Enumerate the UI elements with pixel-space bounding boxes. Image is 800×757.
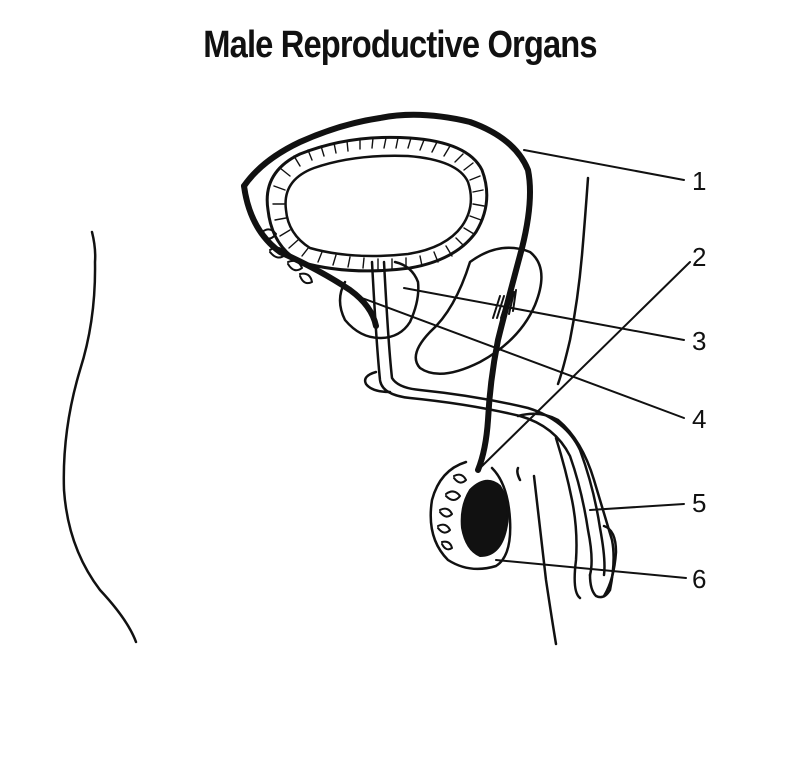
label-2: 2 xyxy=(692,242,706,272)
epididymis-coils-upper xyxy=(261,228,313,285)
scrotum xyxy=(429,460,512,571)
vas-deferens xyxy=(241,111,533,473)
penis-glans xyxy=(602,524,618,598)
leader-line-5 xyxy=(589,503,685,511)
leader-line-4 xyxy=(361,297,685,419)
label-3: 3 xyxy=(692,326,706,356)
vas-deferens-lower-loop xyxy=(241,183,379,329)
urethra xyxy=(370,260,593,577)
body-back-outline xyxy=(62,230,138,644)
urethra-inner xyxy=(382,260,606,577)
prostate-gland xyxy=(338,260,420,340)
leader-line-1 xyxy=(523,149,685,181)
leader-line-3 xyxy=(403,287,685,341)
urethra-bulb xyxy=(363,370,392,394)
leader-line-2 xyxy=(477,261,691,471)
penis-shaft xyxy=(516,412,615,600)
inner-thigh-line xyxy=(532,474,558,646)
seminal-vesicle xyxy=(414,246,543,375)
bladder-striations xyxy=(272,137,485,270)
label-1: 1 xyxy=(692,166,706,196)
label-4: 4 xyxy=(692,404,706,434)
diagram-title: Male Reproductive Organs xyxy=(203,24,597,66)
label-6: 6 xyxy=(692,564,706,594)
thigh-curve xyxy=(516,466,522,482)
bladder-inner-wall xyxy=(284,154,473,258)
leader-line-6 xyxy=(495,559,687,579)
abdomen-front-outline xyxy=(556,176,590,386)
epididymis-coils-lower xyxy=(437,473,467,551)
testis xyxy=(460,479,509,558)
bladder-outer-wall xyxy=(265,135,489,273)
label-5: 5 xyxy=(692,488,706,518)
